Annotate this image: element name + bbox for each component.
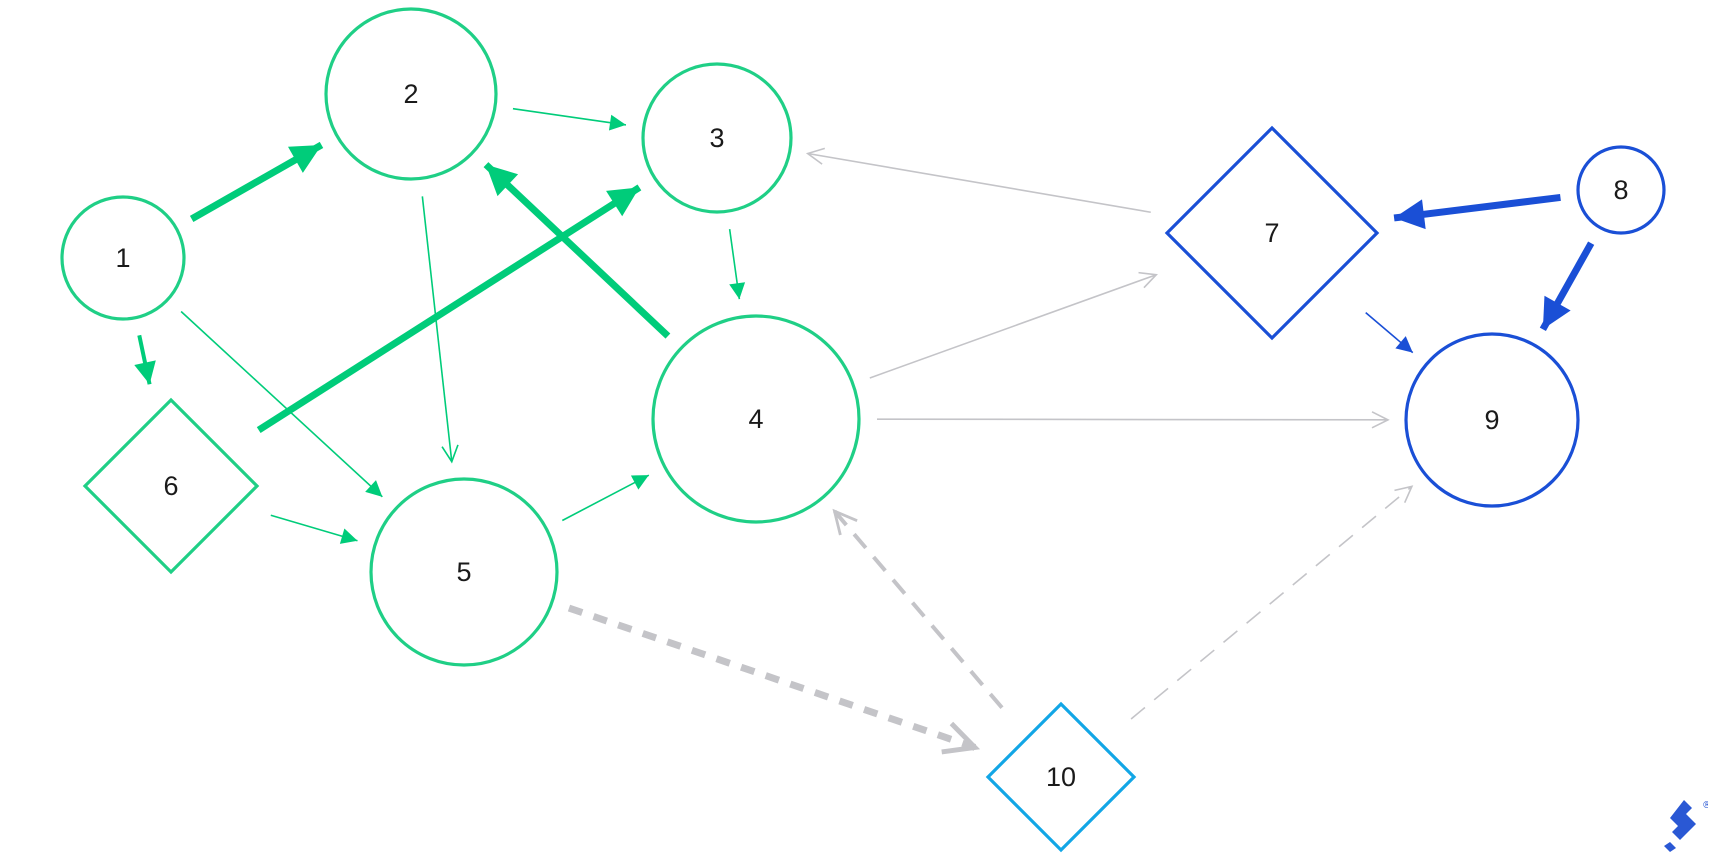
node-label: 5 — [456, 557, 471, 587]
arrowhead — [630, 475, 649, 490]
node-circle — [1576, 145, 1666, 235]
edge-line — [512, 107, 627, 126]
arrowhead — [832, 508, 858, 536]
edge-3-to-4 — [728, 229, 746, 300]
edge-1-to-5 — [180, 310, 383, 498]
nodes-layer: 1 2 3 4 5 6 7 8 9 10 — [60, 7, 1666, 853]
node-6[interactable]: 6 — [82, 397, 260, 575]
arrowhead — [729, 282, 746, 300]
edge-7-to-9 — [1365, 312, 1414, 354]
node-diamond — [985, 701, 1137, 853]
edge-line — [869, 273, 1157, 379]
arrowhead — [608, 114, 626, 131]
arrowhead — [606, 187, 640, 217]
edge-1-to-6 — [134, 334, 156, 385]
edge-10-to-4 — [832, 508, 1004, 710]
node-10[interactable]: 10 — [985, 701, 1137, 853]
node-label: 9 — [1484, 405, 1499, 435]
edge-5-to-10 — [567, 604, 981, 755]
arrowhead — [288, 144, 322, 173]
node-circle — [324, 7, 498, 181]
edge-line — [256, 184, 642, 434]
node-8[interactable]: 8 — [1576, 145, 1666, 235]
node-circle — [651, 314, 861, 524]
edge-4-to-9 — [876, 411, 1390, 429]
node-label: 6 — [163, 471, 178, 501]
edge-line — [483, 162, 671, 339]
edge-line — [1130, 485, 1413, 720]
edge-4-to-7 — [869, 271, 1158, 379]
edge-line — [561, 474, 650, 522]
arrowhead — [1394, 485, 1414, 504]
arrowhead — [1371, 411, 1390, 429]
edge-6-to-3 — [256, 184, 642, 434]
edge-line — [832, 509, 1004, 710]
edge-5-to-4 — [561, 474, 650, 522]
node-1[interactable]: 1 — [60, 195, 186, 321]
edge-8-to-7 — [1393, 193, 1561, 230]
node-circle — [60, 195, 186, 321]
node-label: 1 — [115, 243, 130, 273]
edges-layer — [134, 107, 1595, 755]
arrowhead — [365, 480, 383, 497]
edge-4-to-2 — [483, 162, 671, 339]
arrowhead — [441, 444, 459, 464]
edge-7-to-3 — [805, 147, 1151, 214]
arrowhead — [1138, 271, 1158, 289]
arrowhead — [941, 721, 981, 755]
edge-8-to-9 — [1539, 241, 1595, 332]
node-diamond — [1164, 125, 1380, 341]
edge-line — [421, 196, 453, 462]
edge-1-to-2 — [189, 141, 324, 222]
node-circle — [369, 477, 559, 667]
arrowhead — [1542, 295, 1571, 330]
node-5[interactable]: 5 — [369, 477, 559, 667]
arrowhead — [805, 147, 826, 165]
node-diamond — [82, 397, 260, 575]
arrowhead — [1395, 336, 1413, 353]
edge-line — [567, 604, 977, 751]
node-7[interactable]: 7 — [1164, 125, 1380, 341]
node-label: 10 — [1046, 762, 1076, 792]
arrowhead — [134, 360, 156, 385]
node-4[interactable]: 4 — [651, 314, 861, 524]
edge-line — [180, 310, 383, 498]
edge-6-to-5 — [270, 514, 358, 544]
edge-2-to-5 — [421, 196, 459, 464]
node-circle — [641, 62, 793, 214]
registered-mark: ® — [1702, 800, 1708, 811]
node-2[interactable]: 2 — [324, 7, 498, 181]
toptal-logo-icon: ® — [1664, 800, 1708, 852]
edge-2-to-3 — [512, 107, 627, 131]
node-label: 7 — [1264, 218, 1279, 248]
node-label: 2 — [403, 79, 418, 109]
edge-line — [807, 152, 1151, 214]
arrowhead — [1394, 199, 1426, 230]
node-3[interactable]: 3 — [641, 62, 793, 214]
node-label: 3 — [709, 123, 724, 153]
edge-10-to-9 — [1130, 485, 1414, 720]
node-label: 8 — [1613, 175, 1628, 205]
edge-line — [876, 418, 1389, 421]
node-label: 4 — [748, 404, 763, 434]
node-9[interactable]: 9 — [1404, 332, 1580, 508]
node-circle — [1404, 332, 1580, 508]
arrowhead — [339, 528, 358, 544]
arrowhead — [485, 164, 519, 197]
